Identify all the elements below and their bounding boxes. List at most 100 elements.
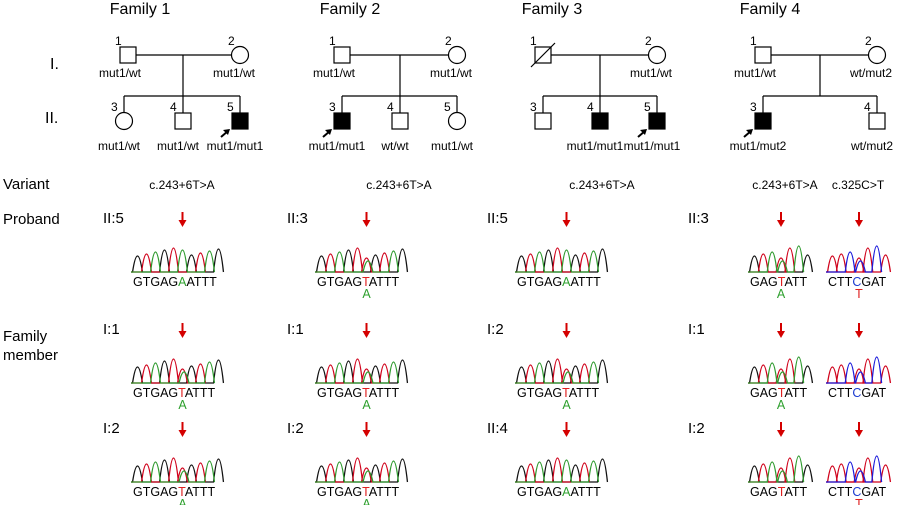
chromatogram-peak-line [131,249,216,273]
individual-number: 4 [170,100,177,114]
generation-label-II: II. [45,110,58,127]
female-symbol [447,111,467,131]
individual-number: 2 [645,34,652,48]
chromatogram-trace [131,358,225,384]
genotype-label: wt/mut2 [850,139,893,153]
sequence-label: GTGAGAATTT [517,485,601,499]
variant-arrow-head [562,331,571,338]
female-symbol [867,45,887,65]
chromatogram-trace [315,358,409,384]
sequence-segment: ATT [785,485,808,499]
male-symbol [333,112,351,130]
chromatogram-peak-line [826,245,883,273]
individual-number: 1 [530,34,537,48]
male-symbol [754,46,772,64]
individual-number: 5 [644,100,651,114]
variant-arrow-head [855,430,863,437]
male-symbol [174,112,192,130]
sequence-segment: T [778,386,786,400]
sequence-segment: CTT [828,485,853,499]
sequence-segment: GAT [861,485,886,499]
chromatogram-trace [515,247,609,273]
sequence-label: GTGAGTATTT [517,386,600,400]
row-label-member: member [3,347,58,364]
variant-arrow-head [362,331,371,338]
sequence-segment: A [178,275,187,289]
sample-label: I:1 [287,321,304,338]
sequence-segment: GTGAG [517,275,562,289]
sample-label: II:4 [487,420,508,437]
genotype-label: mut1/mut1 [624,139,681,153]
family-title: Family 4 [740,1,801,18]
sequence-segment: GTGAG [317,275,362,289]
sequence-segment: ATT [785,386,808,400]
individual-number: 2 [228,34,235,48]
chromatogram-peak-line [515,361,600,384]
chromatogram-peak-line [748,358,796,384]
individual-number: 1 [750,34,757,48]
sequence-segment: ATTT [369,485,400,499]
variant-name: c.243+6T>A [149,178,214,192]
variant-arrow-head [178,331,187,338]
sequence-segment: T [178,485,186,499]
individual-number: 3 [329,100,336,114]
chromatogram-peak-line [515,459,600,483]
sequence-label: GAGTATT [750,275,808,289]
alternate-base-label: T [855,497,863,505]
chromatogram-peak-line [515,457,591,483]
sequence-segment: ATTT [369,275,400,289]
genotype-label: mut1/mut1 [309,139,366,153]
chromatogram-peak-line [748,455,805,483]
row-label-proband: Proband [3,211,60,228]
chromatogram-peak-line [826,247,874,273]
chromatogram-trace [748,455,814,483]
sequence-label: GTGAGTATTT [317,485,400,499]
sequence-label: GAGTATT [750,386,808,400]
genotype-label: mut1/mut1 [207,139,264,153]
genotype-label: mut1/mut2 [730,139,787,153]
sequence-segment: GTGAG [133,485,178,499]
chromatogram-peak-line [131,247,207,273]
sequence-segment: GTGAG [517,485,562,499]
variant-arrow-head [855,220,863,227]
alternate-base-label: A [362,497,371,505]
alternate-base-label: A [362,398,371,412]
individual-number: 5 [227,100,234,114]
sequence-segment: CTT [828,386,853,400]
sequence-label: GTGAGTATTT [133,386,216,400]
sequence-segment: ATTT [569,386,600,400]
male-symbol [391,112,409,130]
chromatogram-trace [131,247,225,273]
sequence-segment: T [362,386,370,400]
sequence-segment: GTGAG [317,485,362,499]
variant-name: c.243+6T>A [752,178,817,192]
variant-arrow-head [777,220,785,227]
alternate-base-label: A [362,287,371,301]
sequence-label: GTGAGTATTT [317,275,400,289]
sequence-label: GTGAGAATTT [517,275,601,289]
chromatogram-peak-line [748,247,796,273]
sequence-segment: GAT [861,275,886,289]
male-symbol [231,112,249,130]
sequence-segment: ATTT [369,386,400,400]
female-symbol [230,45,250,65]
genotype-label: mut1/wt [157,139,200,153]
genotype-label: mut1/mut1 [567,139,624,153]
alternate-base-label: T [855,287,863,301]
sequence-label: CTTCGAT [828,485,886,499]
proband-arrow-head [640,129,647,135]
chromatogram-peak-line [748,457,796,483]
genotype-label: mut1/wt [734,66,777,80]
genotype-label: mut1/wt [98,139,141,153]
male-symbol [648,112,666,130]
sequence-segment: GAT [861,386,886,400]
individual-number: 4 [587,100,594,114]
chromatogram-trace [315,457,409,483]
sample-label: I:2 [487,321,504,338]
variant-arrow-head [855,331,863,338]
chromatogram-trace [515,457,609,483]
female-symbol [647,45,667,65]
genotype-label: mut1/wt [313,66,356,80]
